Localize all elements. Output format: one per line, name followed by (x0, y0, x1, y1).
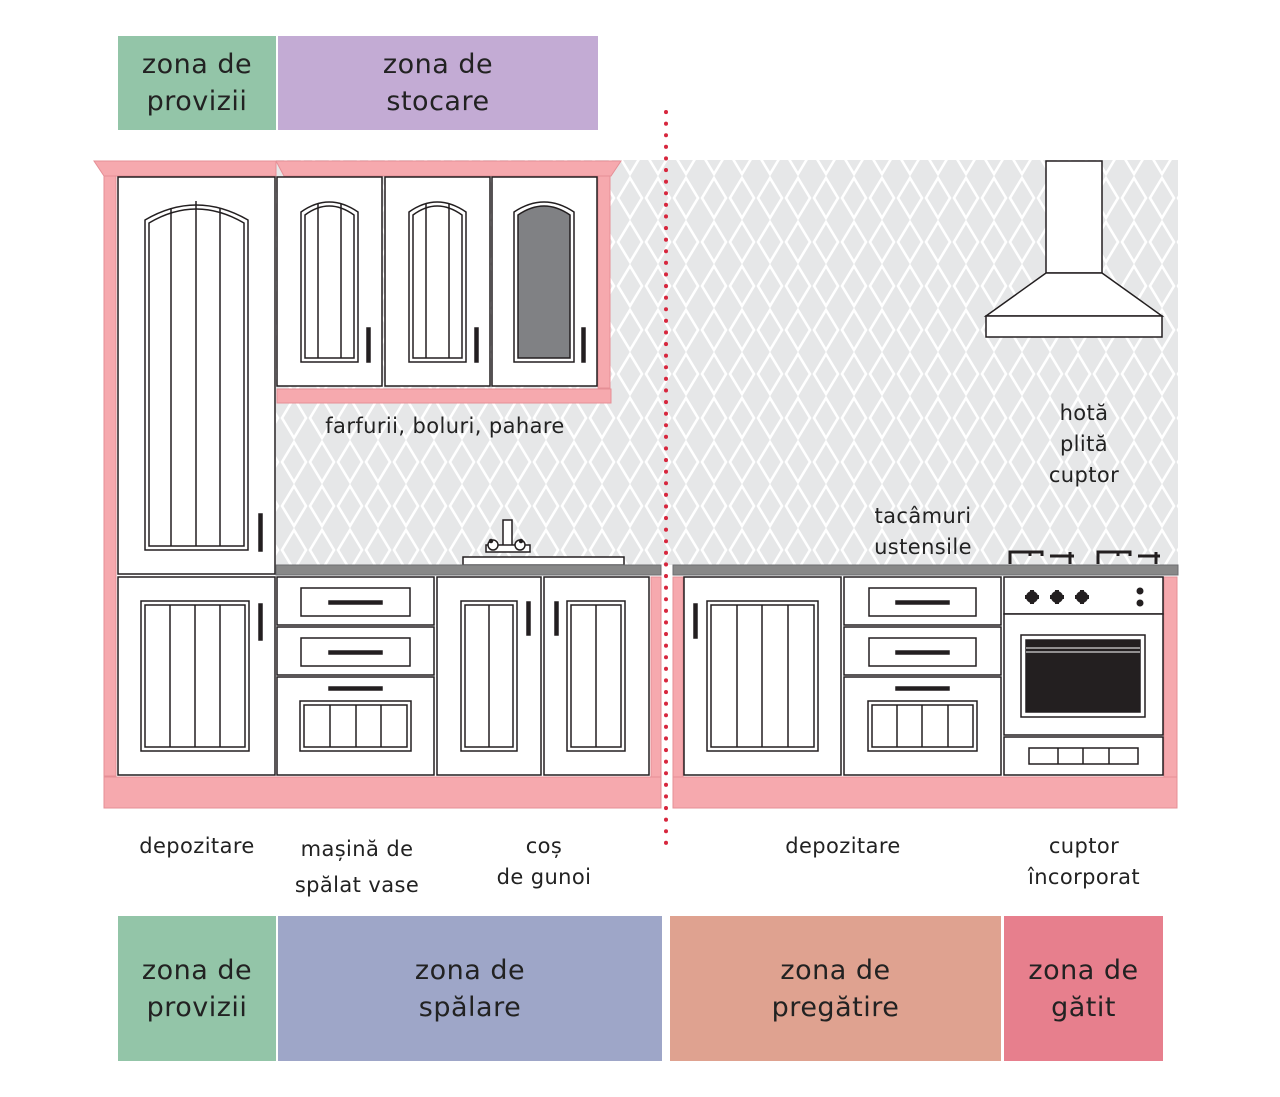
label-dishwasher: mașină de spălat vase (294, 837, 420, 897)
label-cooking-area: hotă plită cuptor (1048, 401, 1120, 487)
label-pantry-storage: depozitare (139, 834, 255, 858)
zone-provisions-top: zona de provizii (118, 36, 276, 130)
dishwasher-cabinet (276, 576, 435, 776)
sink-faucet (462, 519, 625, 566)
tall-pantry-cabinet (117, 176, 276, 776)
zone-preparation: zona de pregătire (670, 916, 1001, 1061)
zone-storage-top: zona de stocare (278, 36, 598, 130)
label-prep-storage: depozitare (785, 834, 901, 858)
label-trash-bin: coș de gunoi (496, 834, 592, 889)
countertop-left (275, 564, 662, 576)
cabinet-frame (93, 160, 1178, 809)
zone-washing: zona de spălare (278, 916, 662, 1061)
countertop-right (672, 564, 1179, 576)
sink-base-cabinet (436, 576, 650, 776)
upper-wall-cabinets (276, 176, 598, 387)
zone-cooking: zona de gătit (1004, 916, 1163, 1061)
prep-drawer-stack (843, 576, 1002, 776)
label-prep-counter: tacâmuri ustensile (874, 504, 972, 559)
range-hood (983, 160, 1165, 338)
zone-provisions-bottom: zona de provizii (118, 916, 276, 1061)
oven-range (1003, 550, 1164, 776)
label-built-in-oven: cuptor încorporat (1027, 834, 1141, 889)
prep-base-cabinet (683, 576, 842, 776)
label-upper-cabinets: farfurii, boluri, pahare (325, 414, 565, 438)
